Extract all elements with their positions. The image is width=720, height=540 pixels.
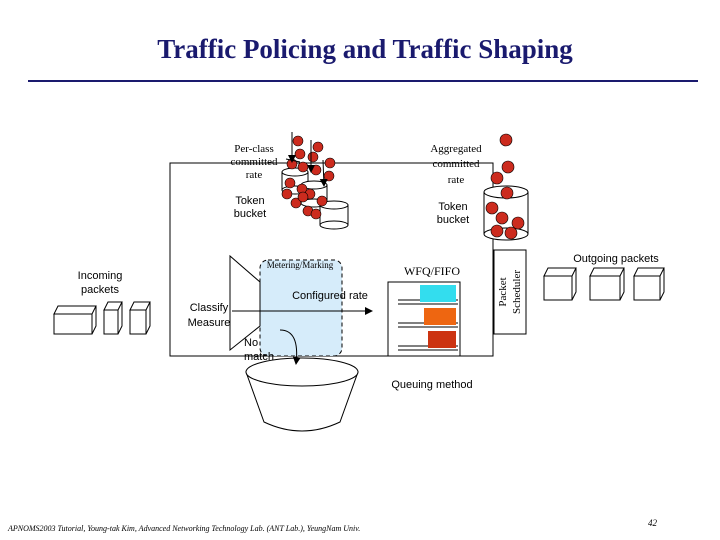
- outgoing-packets: [543, 267, 665, 301]
- token-bucket-left-line2: bucket: [234, 208, 266, 220]
- no-match-arrow: [279, 329, 301, 365]
- metering-box: [259, 259, 343, 357]
- wfq-fifo-label: WFQ/FIFO: [404, 264, 460, 278]
- token-bucket-right: [483, 133, 529, 241]
- scheduler-box: [493, 249, 527, 335]
- title-divider: [28, 80, 698, 82]
- drop-funnel: [245, 371, 359, 432]
- queue-orange: [424, 308, 456, 325]
- no-match-line1: No: [244, 337, 258, 349]
- footer-credit: APNOMS2003 Tutorial, Young-tak Kim, Adva…: [8, 524, 361, 533]
- configured-rate-label: Configured rate: [292, 290, 368, 302]
- aggregated-rate-line2: committed: [432, 158, 480, 170]
- queuing-method-label: Queuing method: [391, 379, 472, 391]
- slide-title: Traffic Policing and Traffic Shaping: [157, 34, 573, 64]
- token-bucket-right-line1: Token: [438, 201, 467, 213]
- aggregated-rate-line3: rate: [448, 174, 465, 186]
- aggregated-rate-line1: Aggregated: [430, 143, 482, 155]
- per-class-rate-line3: rate: [246, 169, 263, 181]
- incoming-packets-line2: packets: [81, 284, 119, 296]
- token-bucket-group-left: [281, 132, 349, 230]
- classify-measure-line2: Measure: [188, 317, 231, 329]
- incoming-packets-line1: Incoming: [78, 270, 123, 282]
- tokens-left: [281, 135, 336, 220]
- queue-cyan: [420, 285, 456, 302]
- token-bucket-left-line1: Token: [235, 195, 264, 207]
- metering-marking-label: Metering/Marking: [267, 260, 334, 270]
- classify-measure-line1: Classify: [190, 302, 229, 314]
- token-bucket-right-line2: bucket: [437, 214, 469, 226]
- no-match-line2: match: [244, 351, 274, 363]
- page-number: 42: [648, 518, 657, 528]
- classifier-shape: [229, 254, 261, 352]
- per-class-rate-line1: Per-class: [234, 143, 274, 155]
- per-class-rate-line2: committed: [230, 156, 278, 168]
- incoming-packets: [53, 301, 151, 335]
- outgoing-packets-label: Outgoing packets: [573, 253, 659, 265]
- queue-red: [428, 331, 456, 348]
- packet-scheduler-line2: Scheduler: [511, 270, 523, 314]
- packet-scheduler-line1: Packet: [497, 277, 509, 306]
